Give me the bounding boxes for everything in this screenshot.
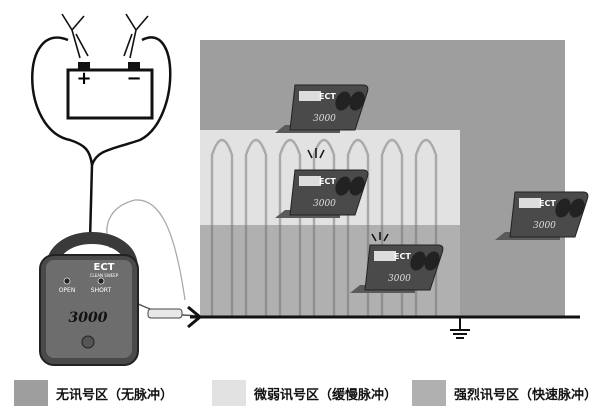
short-indicator-icon — [97, 277, 105, 285]
signal-wave-arch — [210, 138, 234, 225]
legend-swatch-no-signal — [14, 380, 48, 406]
legend-swatch-weak-signal — [212, 380, 246, 406]
signal-wave-arch — [278, 138, 302, 225]
signal-burst-icon — [307, 148, 389, 242]
legend-label-strong-signal: 强烈讯号区（快速脉冲） — [454, 387, 598, 403]
battery-plus-label: + — [76, 68, 91, 89]
tester-speaker-icon — [81, 335, 95, 349]
legend-label-no-signal: 无讯号区（无脉冲） — [56, 387, 174, 403]
open-indicator-icon — [63, 277, 71, 285]
battery-minus-label: − — [126, 68, 141, 89]
legend-swatch-strong-signal — [412, 380, 446, 406]
svg-text:ECT: ECT — [319, 177, 336, 186]
svg-text:3000: 3000 — [313, 199, 336, 209]
tester-sub-brand: CLEAN SWEEP — [90, 273, 119, 278]
battery-wire-left — [31, 36, 94, 166]
svg-text:3000: 3000 — [388, 274, 411, 284]
receiver-probe-right: ECT 3000 — [495, 191, 589, 240]
legend-label-weak-signal: 微弱讯号区（缓慢脉冲） — [254, 387, 398, 403]
lead-wire — [88, 164, 94, 241]
svg-text:3000: 3000 — [313, 114, 336, 124]
receiver-probe-strong: ECT 3000 — [350, 244, 444, 293]
signal-wave-arch — [346, 138, 370, 225]
open-label: OPEN — [59, 287, 76, 294]
line-arrow — [187, 305, 203, 329]
battery-icon: + − — [66, 62, 154, 120]
thin-feedback-wire — [106, 199, 186, 301]
alligator-clip-icon — [61, 13, 149, 59]
signal-wave-arch — [244, 138, 268, 225]
signal-wave-arch — [380, 138, 404, 225]
legend-item-strong-signal: 强烈讯号区（快速脉冲） — [412, 380, 597, 406]
signal-wave-arch — [312, 138, 336, 225]
receiver-probe-weak: ECT 3000 — [275, 169, 369, 218]
svg-text:ECT: ECT — [319, 92, 336, 101]
svg-text:3000: 3000 — [533, 221, 556, 231]
output-plug — [147, 308, 183, 319]
transmitter-device: ECT CLEAN SWEEP OPEN SHORT 3000 — [39, 232, 139, 366]
svg-text:ECT: ECT — [394, 252, 411, 261]
svg-text:ECT: ECT — [539, 199, 556, 208]
ground-icon — [450, 317, 470, 339]
signal-wave-arch — [414, 138, 438, 225]
receiver-probe-no-signal: ECT 3000 — [275, 84, 369, 133]
tester-model: 3000 — [69, 310, 108, 326]
legend-item-weak-signal: 微弱讯号区（缓慢脉冲） — [212, 380, 397, 406]
short-label: SHORT — [91, 287, 112, 294]
legend-item-no-signal: 无讯号区（无脉冲） — [14, 380, 173, 406]
tester-brand: ECT — [94, 262, 115, 273]
battery-wire-right — [90, 36, 172, 166]
signal-wave-weak — [210, 138, 438, 225]
